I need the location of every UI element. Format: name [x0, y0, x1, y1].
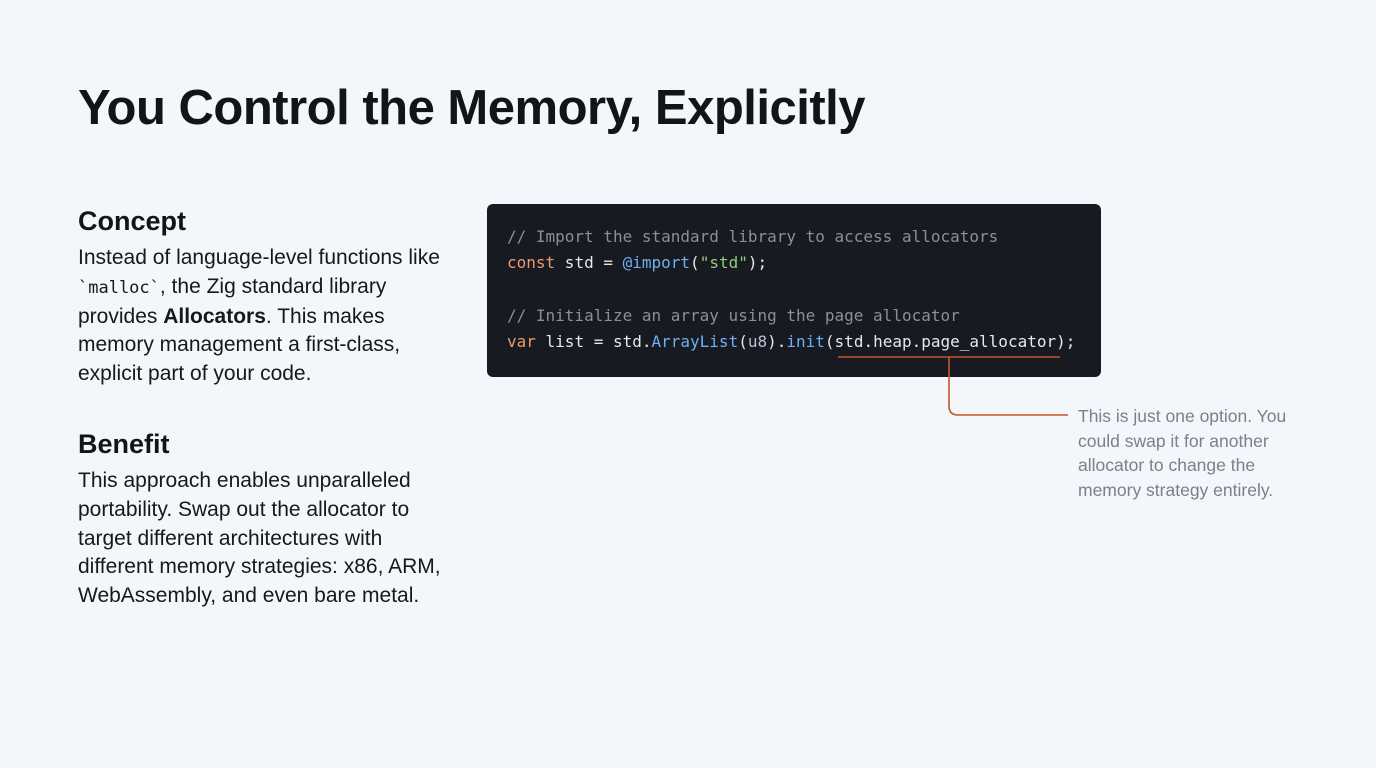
type-u8: u8	[747, 332, 768, 352]
concept-body: Instead of language-level functions like…	[78, 244, 458, 389]
benefit-body: This approach enables unparalleled porta…	[78, 468, 441, 608]
annotation-connector-path	[838, 356, 1068, 416]
keyword-var: var	[507, 332, 536, 352]
page-allocator-highlight: std.heap.page_allocator	[834, 332, 1057, 352]
code-comment-import: // Import the standard library to access…	[507, 227, 999, 246]
concept-heading: Concept	[78, 206, 186, 236]
malloc-inline-code: `malloc`	[78, 277, 160, 298]
code-line-var: var list = std.ArrayList(u8).init(std.he…	[507, 329, 1101, 355]
string-std: "std"	[699, 253, 748, 273]
code-token: (	[738, 332, 748, 352]
concept-text-2: , the Zig standard library provides	[78, 274, 387, 328]
code-token: list = std.	[535, 332, 652, 352]
benefit-heading: Benefit	[78, 428, 170, 459]
keyword-const: const	[507, 253, 556, 273]
code-token: );	[747, 253, 768, 273]
code-token: (	[690, 253, 700, 273]
code-token: (	[824, 332, 835, 352]
annotation-text: This is just one option. You could swap …	[1078, 406, 1287, 500]
benefit-section: Benefit This approach enables unparallel…	[78, 427, 458, 611]
concept-text-3: . This makes memory management a first-c…	[78, 304, 401, 386]
code-token: );	[1056, 332, 1076, 352]
builtin-import: @import	[622, 253, 691, 273]
concept-section: Concept Instead of language-level functi…	[78, 204, 458, 389]
allocators-bold: Allocators	[163, 304, 266, 328]
code-line-const: const std = @import("std");	[507, 250, 1101, 276]
code-token: std =	[555, 253, 623, 273]
code-block: // Import the standard library to access…	[487, 204, 1101, 377]
concept-text-1: Instead of language-level functions like	[78, 246, 440, 269]
code-token: ).	[767, 332, 787, 352]
code-comment-init: // Initialize an array using the page al…	[507, 305, 960, 325]
fn-init: init	[786, 332, 825, 352]
type-arraylist: ArrayList	[651, 332, 739, 352]
slide-title: You Control the Memory, Explicitly	[78, 81, 866, 135]
left-column: Concept Instead of language-level functi…	[78, 204, 458, 611]
